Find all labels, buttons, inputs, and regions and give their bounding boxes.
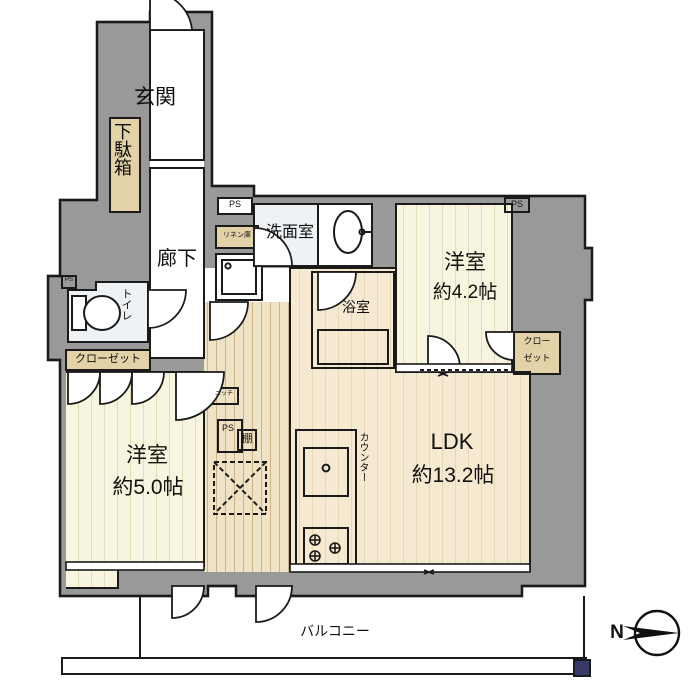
room-label-closet-bedroom42-l1: クロー xyxy=(523,336,551,346)
room-label-toilet: トイレ xyxy=(120,288,132,321)
room-label-bedroom50-size: 約5.0帖 xyxy=(112,476,184,499)
compass-letter-n: N xyxy=(610,622,624,643)
label-ps-2: PS xyxy=(510,199,523,209)
room-label-getabako: 下駄箱 xyxy=(112,122,132,176)
room-label-genkan: 玄関 xyxy=(134,86,176,109)
compass-north xyxy=(623,609,681,657)
balcony-structure xyxy=(61,596,591,677)
room-label-rouka: 廊下 xyxy=(157,248,197,270)
storage-box xyxy=(213,461,267,515)
room-label-linen: リネン庫 xyxy=(223,232,251,239)
room-label-ldk-size: 約13.2帖 xyxy=(411,464,495,487)
label-ps-4: PS xyxy=(222,423,235,433)
room-label-closet-bedroom5: クローゼット xyxy=(75,353,141,365)
room-label-counter: カウンター xyxy=(357,432,368,482)
room-label-closet-bedroom42-l2: ゼット xyxy=(523,353,551,363)
interior-outlines xyxy=(61,29,561,589)
room-fills xyxy=(66,30,560,588)
toilet-fixture-icon xyxy=(71,295,121,331)
room-label-bedroom42-name: 洋室 xyxy=(444,251,486,274)
label-ps-1: PS xyxy=(228,199,241,209)
label-nicchi: ニッチ xyxy=(214,391,233,397)
room-label-senmenshitsu: 洗面室 xyxy=(265,224,314,241)
stove-burners-icon xyxy=(309,534,341,562)
room-label-balcony: バルコニー xyxy=(300,623,370,639)
label-tana: 棚 xyxy=(241,433,253,445)
room-label-bedroom42-size: 約4.2帖 xyxy=(432,282,498,303)
room-label-ldk-name: LDK xyxy=(430,429,474,454)
room-label-yokushitsu: 浴室 xyxy=(342,299,370,315)
door-swings xyxy=(67,0,515,623)
room-label-bedroom50-name: 洋室 xyxy=(126,444,168,467)
outer-outline xyxy=(46,10,594,598)
label-ps-3: PS xyxy=(64,277,73,283)
windows xyxy=(65,363,531,575)
